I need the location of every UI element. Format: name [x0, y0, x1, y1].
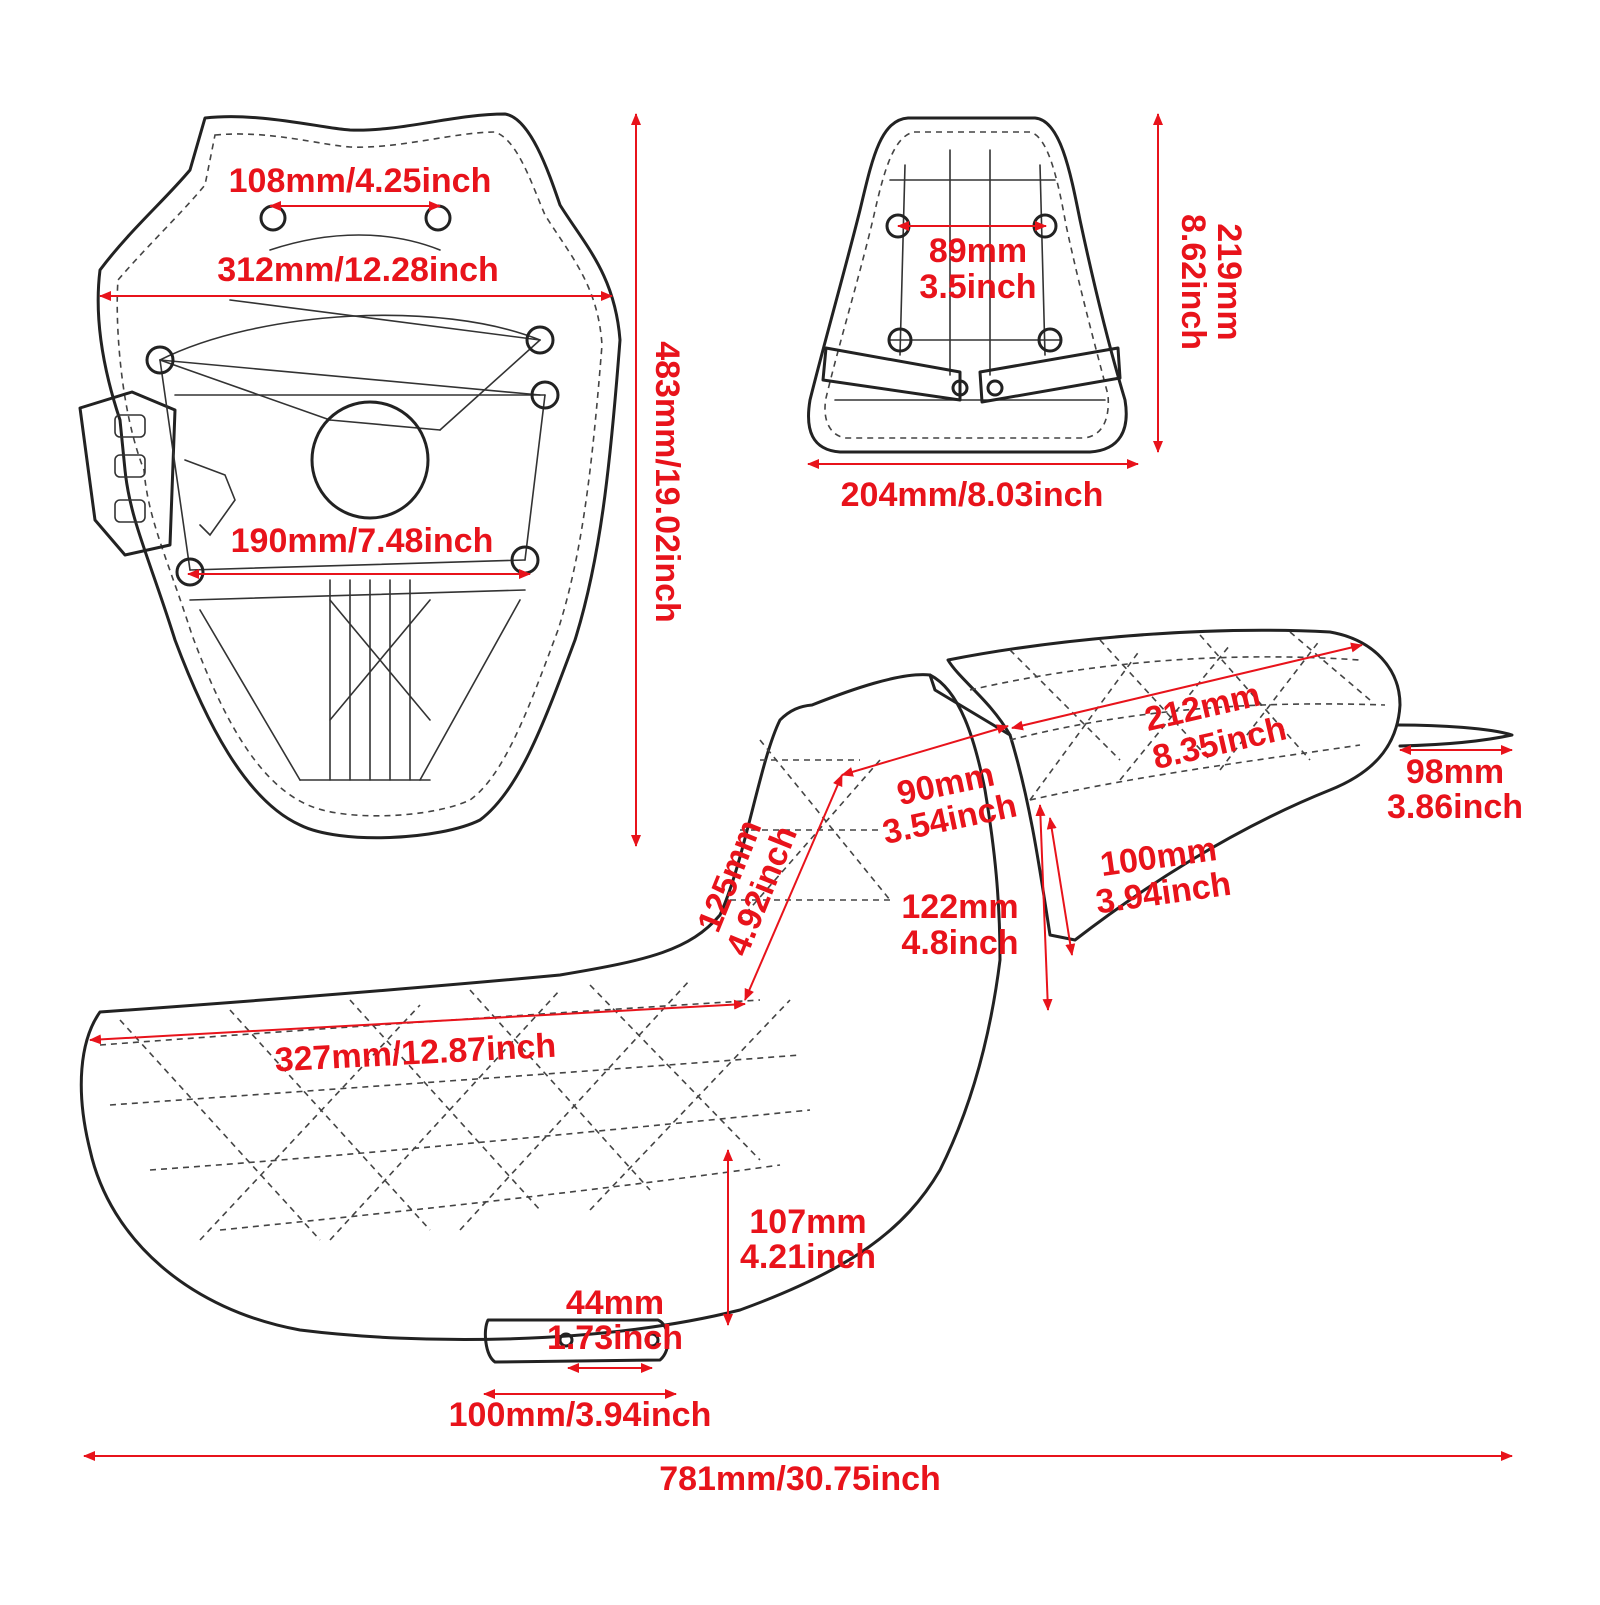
rider-seat-center-ring	[310, 400, 430, 520]
mount-stud	[530, 380, 560, 410]
passenger-perforated-strap	[821, 346, 962, 402]
dim-label-rear-tab-in: 3.86inch	[1387, 788, 1523, 826]
bracket-slot	[114, 499, 146, 523]
dim-line-back-height	[1046, 817, 1076, 956]
dim-label-bracket-holes-in: 1.73inch	[547, 1319, 683, 1357]
dim-label-bracket-holes-mm: 44mm	[566, 1284, 664, 1322]
mount-stud	[145, 345, 175, 375]
strap-bolt	[951, 379, 969, 397]
dim-label-rider-width: 312mm/12.28inch	[217, 251, 499, 289]
passenger-seat-stitch	[824, 131, 1110, 439]
dim-line-rider-seat-length	[89, 999, 746, 1045]
dim-label-front-height-mm: 107mm	[749, 1203, 866, 1241]
side-passenger-pad	[946, 628, 1402, 942]
dim-label-total-length: 781mm/30.75inch	[659, 1460, 941, 1498]
dim-label-front-height-in: 4.21inch	[740, 1238, 876, 1276]
dim-label-rider-seat-length: 327mm/12.87inch	[274, 1027, 557, 1080]
side-rider-quilting	[99, 739, 895, 1241]
dim-label-passenger-height-in: 8.62inch	[1174, 214, 1212, 350]
dim-label-top-holes: 108mm/4.25inch	[229, 162, 492, 200]
dim-label-step-height-in: 4.8inch	[901, 924, 1018, 962]
mount-stud	[259, 204, 287, 232]
dim-line-backrest	[744, 774, 843, 1001]
passenger-seat-frame	[834, 149, 1106, 401]
mount-stud	[1037, 327, 1063, 353]
dim-label-bracket-length: 100mm/3.94inch	[449, 1396, 712, 1434]
passenger-perforated-strap	[978, 346, 1122, 404]
bracket-arm	[184, 459, 236, 537]
dim-label-lower-holes: 190mm/7.48inch	[231, 522, 494, 560]
rider-seat-side-bracket	[78, 390, 177, 557]
side-rider-seat	[79, 673, 1002, 1342]
mount-stud	[175, 557, 205, 587]
bracket-hole	[644, 1332, 660, 1348]
dim-label-rider-length: 483mm/19.02inch	[648, 341, 686, 623]
side-rear-tab	[1396, 723, 1514, 748]
mount-stud	[424, 204, 452, 232]
passenger-seat-bottom-view: 89mm 3.5inch 219mm 8.62inch 204mm/8.03in…	[807, 113, 1248, 514]
bracket-slot	[114, 414, 146, 438]
mount-stud	[525, 325, 555, 355]
bracket-slot	[114, 454, 146, 478]
strap-bolt	[986, 379, 1004, 397]
dim-label-passenger-width: 204mm/8.03inch	[841, 476, 1104, 514]
rider-seat-bottom-view: 108mm/4.25inch 312mm/12.28inch 190mm/7.4…	[78, 112, 686, 847]
mount-stud	[887, 327, 913, 353]
dim-label-rear-tab-mm: 98mm	[1406, 753, 1504, 791]
seat-side-view: 212mm 8.35inch 98mm 3.86inch 90mm 3.54in…	[79, 628, 1523, 1498]
dim-label-passenger-height-mm: 219mm	[1210, 223, 1248, 340]
dim-label-passenger-holes-mm: 89mm	[929, 232, 1027, 270]
side-front-bracket	[483, 1318, 670, 1364]
dim-label-passenger-holes-in: 3.5inch	[919, 268, 1036, 306]
dim-line-step-height	[1035, 804, 1053, 1011]
dim-label-step-height-mm: 122mm	[901, 888, 1018, 926]
dim-line-passenger-length	[1011, 642, 1363, 731]
passenger-seat-outline	[807, 116, 1128, 454]
bracket-hole	[558, 1332, 574, 1348]
rider-seat-outline	[96, 112, 622, 840]
rider-seat-frame	[159, 234, 546, 781]
side-seam	[928, 673, 1012, 737]
dim-line-seat-gap	[841, 724, 1009, 777]
